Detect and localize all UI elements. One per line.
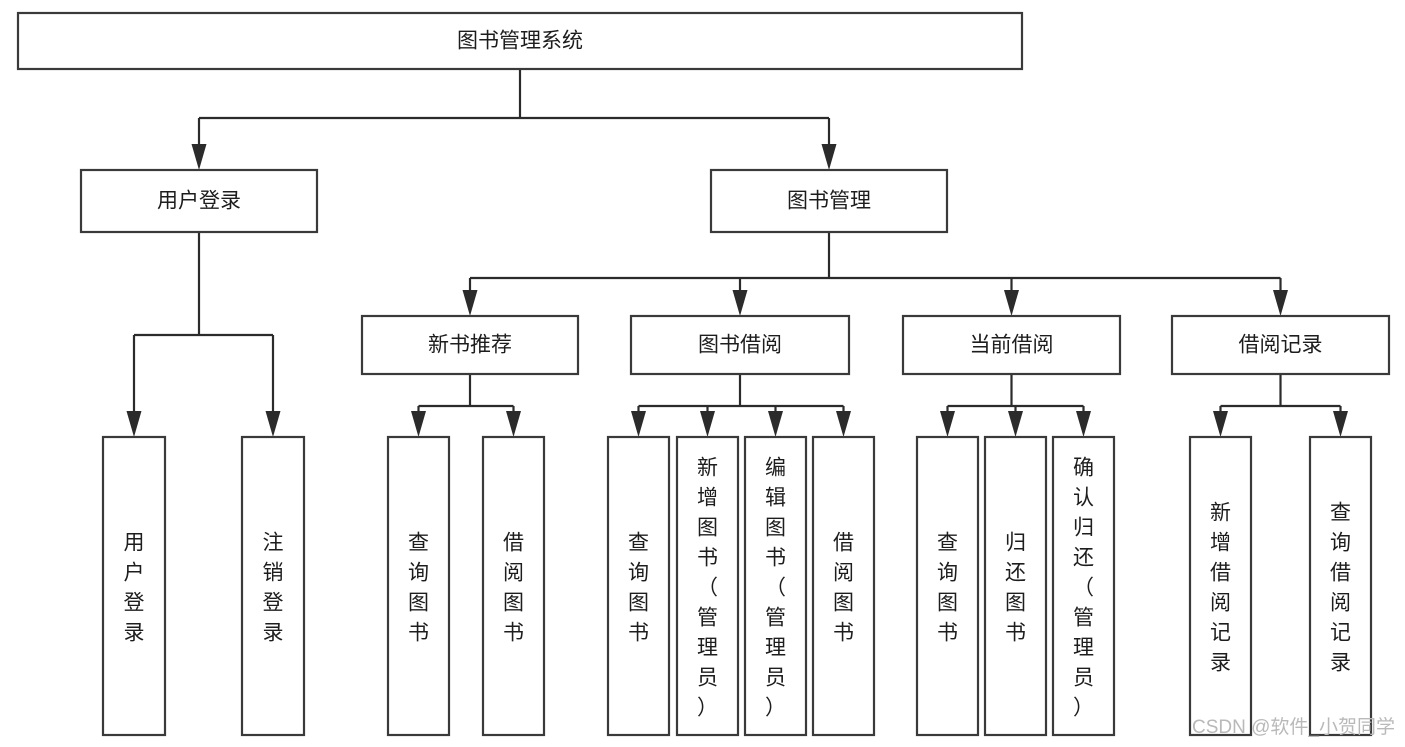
node-leaf-query-record-box[interactable] <box>1308 435 1373 737</box>
node-leaf-add-record[interactable]: 新增借阅记录 <box>1188 435 1253 737</box>
node-leaf-borrow-book-1[interactable]: 借阅图书 <box>481 435 546 737</box>
node-leaf-add-record-label: 新增借阅记录 <box>1210 501 1231 674</box>
node-current-borrow-box[interactable] <box>901 314 1122 376</box>
node-leaf-return-book[interactable]: 归还图书 <box>983 435 1048 737</box>
node-leaf-borrow-book-1-box[interactable] <box>481 435 546 737</box>
arrow-head-icon <box>836 411 851 437</box>
node-leaf-add-book[interactable]: 新增图书（管理员） <box>675 435 740 737</box>
connector-layer <box>126 69 1348 437</box>
connector-group-borrow-record <box>1213 374 1348 437</box>
node-leaf-query-book-3-label: 查询图书 <box>937 531 958 644</box>
connector-group-book-manage <box>462 232 1288 316</box>
node-root-box[interactable] <box>16 11 1024 71</box>
connector-group-current-borrow <box>940 374 1091 437</box>
arrow-head-icon <box>768 411 783 437</box>
connector-group-new-book-recommend <box>411 374 521 437</box>
node-leaf-edit-book-label: 编辑图书（管理员） <box>765 456 786 719</box>
node-user-login-label: 用户登录 <box>157 190 241 213</box>
connector-group-book-borrow <box>631 374 851 437</box>
node-book-manage-box[interactable] <box>709 168 949 234</box>
node-leaf-query-record[interactable]: 查询借阅记录 <box>1308 435 1373 737</box>
arrow-head-icon <box>631 411 646 437</box>
arrow-head-icon <box>462 290 478 316</box>
node-current-borrow-label: 当前借阅 <box>970 334 1054 357</box>
arrow-head-icon <box>411 411 426 437</box>
node-leaf-user-login[interactable]: 用户登录 <box>101 435 167 737</box>
node-leaf-query-record-label: 查询借阅记录 <box>1330 501 1351 674</box>
arrow-head-icon <box>126 411 142 437</box>
node-leaf-query-book-2-box[interactable] <box>606 435 671 737</box>
node-leaf-borrow-book-2[interactable]: 借阅图书 <box>811 435 876 737</box>
node-leaf-query-book-2-label: 查询图书 <box>628 531 649 644</box>
node-leaf-user-logout-label: 注销登录 <box>263 531 284 644</box>
node-leaf-borrow-book-1-label: 借阅图书 <box>503 531 524 644</box>
node-borrow-record-box[interactable] <box>1170 314 1391 376</box>
node-leaf-return-book-box[interactable] <box>983 435 1048 737</box>
arrow-head-icon <box>732 290 748 316</box>
node-borrow-record-label: 借阅记录 <box>1239 334 1323 357</box>
arrow-head-icon <box>1076 411 1091 437</box>
node-book-borrow[interactable]: 图书借阅 <box>629 314 851 376</box>
node-book-borrow-box[interactable] <box>629 314 851 376</box>
node-leaf-query-book-1-box[interactable] <box>386 435 451 737</box>
node-book-manage-label: 图书管理 <box>787 190 871 213</box>
arrow-head-icon <box>940 411 955 437</box>
arrow-head-icon <box>1004 290 1019 316</box>
node-leaf-query-book-3-box[interactable] <box>915 435 980 737</box>
node-leaf-user-logout[interactable]: 注销登录 <box>240 435 306 737</box>
connector-group-user-login <box>126 232 281 437</box>
csdn-watermark: CSDN @软件_小贺同学 <box>1192 716 1395 738</box>
arrow-head-icon <box>821 144 837 170</box>
arrow-head-icon <box>506 411 521 437</box>
node-leaf-query-book-3[interactable]: 查询图书 <box>915 435 980 737</box>
arrow-head-icon <box>1333 411 1348 437</box>
node-leaf-edit-book[interactable]: 编辑图书（管理员） <box>743 435 808 737</box>
arrow-head-icon <box>1213 411 1228 437</box>
node-layer: 图书管理系统用户登录图书管理新书推荐图书借阅当前借阅借阅记录用户登录注销登录查询… <box>16 11 1391 737</box>
node-new-book-recommend[interactable]: 新书推荐 <box>360 314 580 376</box>
node-leaf-user-logout-box[interactable] <box>240 435 306 737</box>
connector-group-root <box>191 69 837 170</box>
arrow-head-icon <box>700 411 715 437</box>
node-leaf-user-login-box[interactable] <box>101 435 167 737</box>
node-leaf-add-record-box[interactable] <box>1188 435 1253 737</box>
node-book-borrow-label: 图书借阅 <box>698 334 782 357</box>
node-current-borrow[interactable]: 当前借阅 <box>901 314 1122 376</box>
node-new-book-recommend-box[interactable] <box>360 314 580 376</box>
arrow-head-icon <box>191 144 207 170</box>
node-leaf-confirm-return[interactable]: 确认归还（管理员） <box>1051 435 1116 737</box>
node-leaf-add-book-label: 新增图书（管理员） <box>697 456 718 719</box>
arrow-head-icon <box>1273 290 1288 316</box>
node-leaf-borrow-book-2-box[interactable] <box>811 435 876 737</box>
node-leaf-user-login-label: 用户登录 <box>124 531 145 644</box>
node-leaf-query-book-1[interactable]: 查询图书 <box>386 435 451 737</box>
node-leaf-add-book-box[interactable] <box>675 435 740 737</box>
node-root[interactable]: 图书管理系统 <box>16 11 1024 71</box>
node-user-login-box[interactable] <box>79 168 319 234</box>
node-leaf-confirm-return-box[interactable] <box>1051 435 1116 737</box>
node-book-manage[interactable]: 图书管理 <box>709 168 949 234</box>
node-root-label: 图书管理系统 <box>457 30 583 53</box>
node-user-login[interactable]: 用户登录 <box>79 168 319 234</box>
node-new-book-recommend-label: 新书推荐 <box>428 334 512 357</box>
node-leaf-confirm-return-label: 确认归还（管理员） <box>1073 456 1094 719</box>
arrow-head-icon <box>1008 411 1023 437</box>
node-leaf-edit-book-box[interactable] <box>743 435 808 737</box>
node-leaf-query-book-2[interactable]: 查询图书 <box>606 435 671 737</box>
node-borrow-record[interactable]: 借阅记录 <box>1170 314 1391 376</box>
node-leaf-return-book-label: 归还图书 <box>1005 531 1026 644</box>
node-leaf-borrow-book-2-label: 借阅图书 <box>833 531 854 644</box>
node-leaf-query-book-1-label: 查询图书 <box>408 531 429 644</box>
arrow-head-icon <box>265 411 281 437</box>
